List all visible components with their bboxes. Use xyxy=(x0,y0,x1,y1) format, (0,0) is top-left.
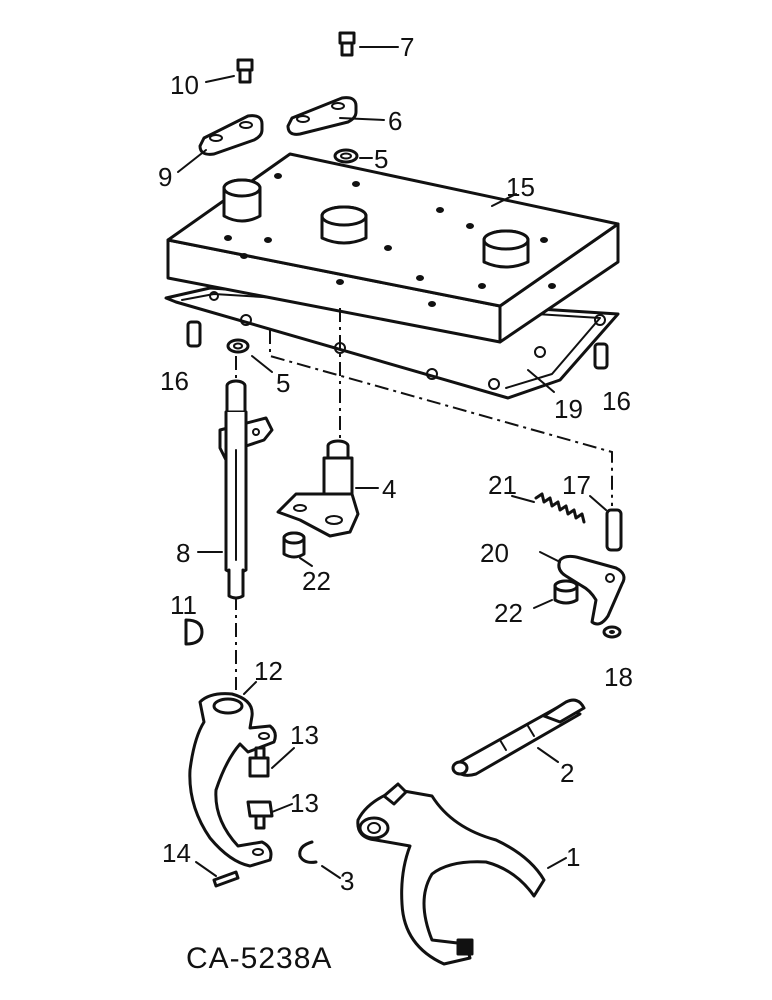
callout-16-right: 16 xyxy=(602,386,631,416)
callout-22-left: 22 xyxy=(302,566,331,596)
callout-14: 14 xyxy=(162,838,191,868)
callout-13-lower: 13 xyxy=(290,788,319,818)
part-16-dowel-right xyxy=(593,342,609,370)
part-16-dowel-left xyxy=(186,320,202,348)
callout-5-top: 5 xyxy=(374,144,388,174)
callout-16-left: 16 xyxy=(160,366,189,396)
part-12-shift-fork-lever xyxy=(188,681,277,868)
part-1-shift-fork xyxy=(356,782,567,966)
callout-5-lower: 5 xyxy=(276,368,290,398)
callout-7: 7 xyxy=(400,32,414,62)
callout-22-right: 22 xyxy=(494,598,523,628)
part-13-shoe-upper xyxy=(248,746,295,778)
part-18-nut xyxy=(602,625,622,639)
callout-13-upper: 13 xyxy=(290,720,319,750)
part-22-bushing-left xyxy=(282,531,313,567)
part-15-cover xyxy=(166,152,620,344)
part-21-spring xyxy=(511,492,586,524)
callout-8: 8 xyxy=(176,538,190,568)
callout-15: 15 xyxy=(506,172,535,202)
part-17-pin xyxy=(589,495,623,552)
part-20-interlock-lever xyxy=(539,551,626,626)
callout-10: 10 xyxy=(170,70,199,100)
part-6-lock-plate xyxy=(286,96,385,136)
assembly-centerlines xyxy=(235,308,613,690)
callout-labels: 7 10 6 9 5 15 16 5 19 16 4 21 17 8 20 22… xyxy=(158,32,633,896)
callout-12: 12 xyxy=(254,656,283,686)
part-10-bolt xyxy=(205,58,254,84)
part-2-shift-rail xyxy=(451,698,586,777)
callout-9: 9 xyxy=(158,162,172,192)
part-11-key xyxy=(184,618,204,646)
part-5-washer-lower xyxy=(226,338,273,373)
part-13-shoe-lower xyxy=(246,800,293,830)
callout-19: 19 xyxy=(554,394,583,424)
callout-11: 11 xyxy=(170,590,197,620)
part-8-shift-rail xyxy=(197,379,274,600)
part-3-retaining-ring xyxy=(298,840,341,879)
callout-20: 20 xyxy=(480,538,509,568)
callout-17: 17 xyxy=(562,470,591,500)
part-9-lock-plate xyxy=(177,114,264,173)
callout-18: 18 xyxy=(604,662,633,692)
part-7-bolt xyxy=(338,31,399,57)
callout-21: 21 xyxy=(488,470,517,500)
callout-4: 4 xyxy=(382,474,396,504)
callout-1: 1 xyxy=(566,842,580,872)
part-14-roll-pin xyxy=(195,861,240,888)
callout-6: 6 xyxy=(388,106,402,136)
part-4-shift-lever xyxy=(276,439,379,538)
part-5-washer-top xyxy=(333,148,373,164)
callout-2: 2 xyxy=(560,758,574,788)
part-22-bushing-right xyxy=(533,579,579,609)
callout-3: 3 xyxy=(340,866,354,896)
drawing-code: CA-5238A xyxy=(186,942,332,975)
